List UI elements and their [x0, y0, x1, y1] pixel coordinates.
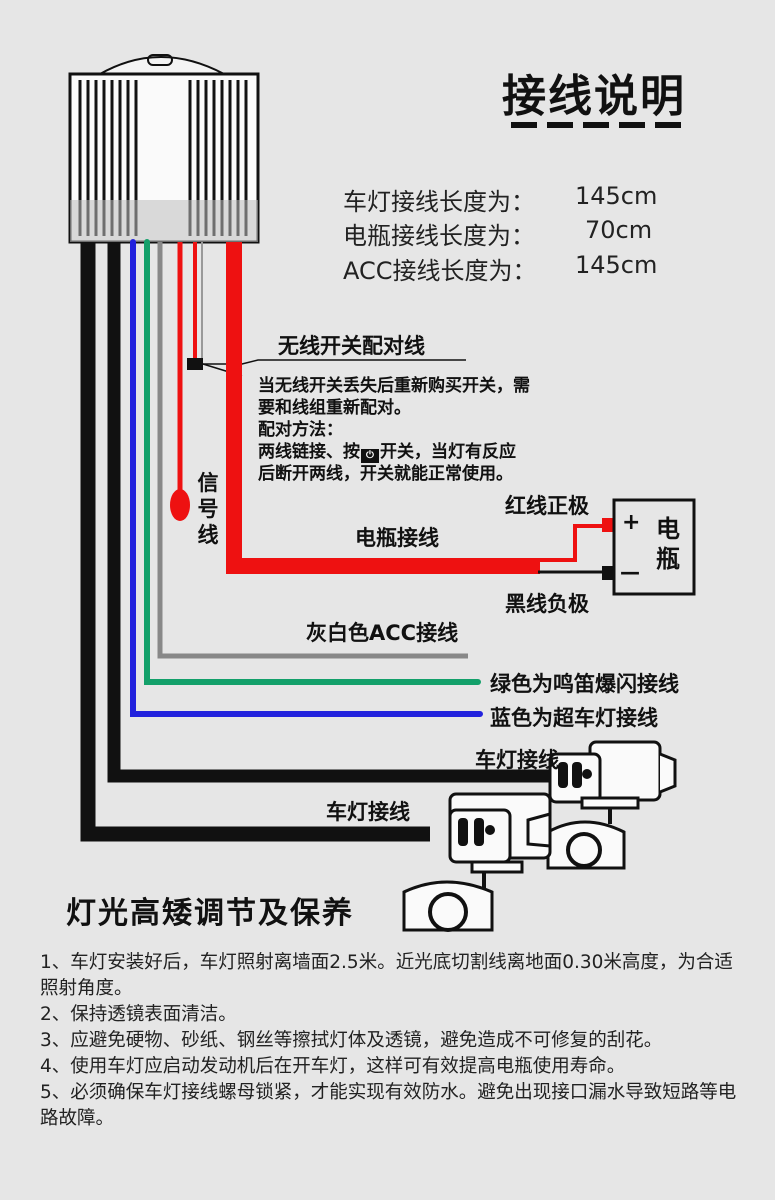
pair-note-text: 当无线开关丢失后重新购买开关，需 要和线组重新配对。 配对方法： 两线链接、按: [258, 376, 530, 462]
lamp-wire-label-2: 车灯接线: [326, 800, 410, 824]
black-wire-lamp-2: [80, 242, 430, 842]
battery-wire-label: 电瓶接线: [355, 526, 439, 550]
spec-label: 电瓶接线长度为：: [343, 222, 535, 250]
battery-red-lead: [538, 524, 606, 562]
maintenance-title: 灯光高矮调节及保养: [66, 896, 354, 931]
tip-item: 5、必须确保车灯接线螺母锁紧，才能实现有效防水。避免出现接口漏水导致短路等电路故…: [40, 1082, 737, 1129]
green-wire-label: 绿色为鸣笛爆闪接线: [490, 672, 679, 696]
battery-plus-sign: +: [622, 510, 641, 535]
battery-red-wire: [226, 242, 540, 574]
blue-wire: [130, 239, 483, 717]
wireless-pair-label: 无线开关配对线: [278, 334, 425, 358]
controller-box: [68, 54, 260, 244]
gray-wire: [157, 242, 468, 659]
signal-wire-label: 信号线: [197, 471, 219, 547]
pair-note-text-tail: 开关，当灯有反应 后断开两线，开关就能正常使用。: [258, 442, 516, 484]
title-underline: [511, 122, 691, 128]
blue-wire-label: 蓝色为超车灯接线: [490, 706, 658, 730]
tip-item: 3、应避免硬物、砂纸、钢丝等擦拭灯体及透镜，避免造成不可修复的刮花。: [40, 1030, 663, 1051]
spec-value: 145cm: [575, 251, 658, 279]
spec-label: ACC接线长度为：: [343, 257, 537, 285]
pair-note: 当无线开关丢失后重新购买开关，需 要和线组重新配对。 配对方法： 两线链接、按⏻…: [258, 375, 530, 485]
acc-wire-label: 灰白色ACC接线: [306, 621, 459, 645]
green-wire: [144, 239, 481, 685]
spec-value: 70cm: [585, 216, 653, 244]
black-wire-lamp-1: [107, 242, 560, 783]
positive-terminal: [602, 518, 614, 532]
spec-value: 145cm: [575, 182, 658, 210]
battery-minus-sign: —: [620, 560, 640, 584]
battery-box: [612, 498, 696, 596]
black-negative-label: 黑线负极: [505, 592, 589, 616]
tip-item: 2、保持透镜表面清洁。: [40, 1004, 237, 1025]
red-positive-label: 红线正极: [505, 494, 589, 518]
pair-wire-cap: [187, 358, 203, 370]
lamp-right: [546, 740, 677, 870]
tip-item: 1、车灯安装好后，车灯照射离墙面2.5米。近光底切割线离地面0.30米高度，为合…: [40, 952, 733, 999]
pair-label-leader: [203, 359, 466, 365]
battery-label: 电瓶: [656, 515, 680, 573]
page-title: 接线说明: [502, 71, 686, 122]
signal-wire-end: [170, 489, 190, 521]
lamp-left: [402, 792, 552, 932]
maintenance-tips: 1、车灯安装好后，车灯照射离墙面2.5米。近光底切割线离地面0.30米高度，为合…: [40, 950, 740, 1132]
tip-item: 4、使用车灯应启动发动机后在开车灯，这样可有效提高电瓶使用寿命。: [40, 1056, 626, 1077]
negative-terminal: [602, 566, 614, 580]
lamp-wire-label-1: 车灯接线: [475, 748, 559, 772]
switch-button-icon: ⏻: [361, 449, 379, 463]
spec-label: 车灯接线长度为：: [343, 188, 535, 216]
